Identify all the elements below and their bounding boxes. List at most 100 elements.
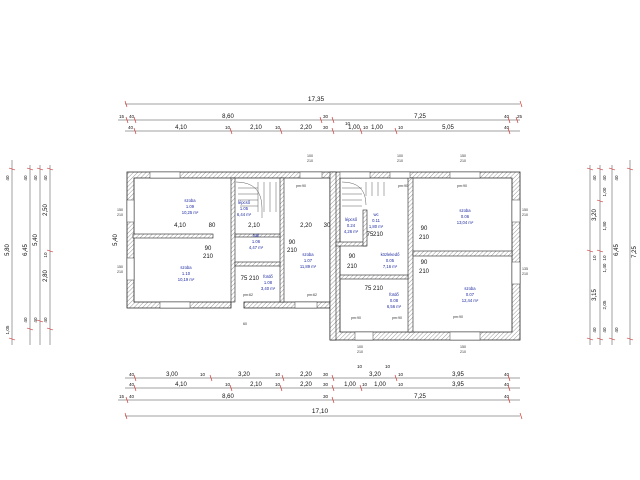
opening-labels: 4,10 80 2,10 2,20 30 90 210 90 210 75 21… xyxy=(117,154,528,354)
dimension-text: szoba xyxy=(464,286,476,291)
dimension-text: 100 xyxy=(357,345,363,349)
left-dim: 2,80 xyxy=(43,270,49,282)
bottom-row2-dim: 30 xyxy=(323,382,329,387)
dimension-text: 1.10 xyxy=(182,271,191,276)
bottom-row1-dim: 10 xyxy=(200,372,206,377)
top-row2-dim: 2,20 xyxy=(300,125,312,131)
dimension-text: 0.11 xyxy=(372,218,381,223)
dimension-text: 210 xyxy=(117,213,123,217)
dimension-text: 210 xyxy=(373,286,384,292)
stair-left xyxy=(235,181,277,218)
room-labels: szoba 1.09 10,25 m² lépcső 1.05 6,44 m² … xyxy=(178,198,479,309)
bottom-row1-dim: 3,20 xyxy=(238,372,250,378)
bottom-row1-dim: 10 xyxy=(385,364,391,369)
dimension-text: 210 xyxy=(357,350,363,354)
right-dim: 7,25 xyxy=(632,246,638,258)
dimension-text: 12,44 m² xyxy=(462,298,479,303)
bottom-row1-dim: 3,00 xyxy=(166,372,178,378)
top-row1-dim: 25 xyxy=(517,114,523,119)
left-dim: 5,80 xyxy=(5,244,11,256)
dimension-text: 6,56 m² xyxy=(387,304,402,309)
left-dim: 40 xyxy=(5,175,10,181)
right-dim: 40 xyxy=(602,175,607,181)
dimension-text: pm:90 xyxy=(453,315,463,319)
dimension-text: szoba xyxy=(459,208,471,213)
top-dimensions: 17,35 15 40 8,60 30 10 7,25 40 25 40 4,1… xyxy=(118,96,523,135)
dimension-text: 0.05 xyxy=(386,258,395,263)
dimension-text: pm:90 xyxy=(457,184,467,188)
dimension-text: 210 xyxy=(460,159,466,163)
dimension-text: 1.08 xyxy=(264,280,273,285)
dimension-text: 4,47 m² xyxy=(249,245,264,250)
dimension-text: lépcső xyxy=(238,200,251,205)
left-dim: 40 xyxy=(23,175,28,181)
room-label: fürdő 1.08 3,40 m² xyxy=(261,274,276,291)
dimension-text: 210 xyxy=(373,232,384,238)
bottom-row1-dim: 30 xyxy=(323,372,329,377)
right-dim: 6,45 xyxy=(614,244,620,256)
top-row2-dim: 10 xyxy=(225,125,231,130)
right-dimensions: 3,20 40 10 3,15 40 40 1,00 1,80 10 1,40 … xyxy=(586,160,638,345)
top-row1-dim: 30 xyxy=(323,114,329,119)
top-row2-dim: 1,00 xyxy=(348,125,360,131)
dimension-text: 210 xyxy=(307,159,313,163)
top-row1-dim: 40 xyxy=(504,114,510,119)
dimension-text: 150 xyxy=(117,208,123,212)
top-row1-dim: 15 xyxy=(119,114,125,119)
dimension-text: 210 xyxy=(203,254,214,260)
bottom-row2-dim: 10 xyxy=(275,382,281,387)
bottom-overall-dim: 17,10 xyxy=(312,408,329,415)
right-dim: 1,40 xyxy=(602,263,607,272)
bottom-row1-dim: 40 xyxy=(129,372,135,377)
bottom-row2-dim: 10 xyxy=(398,382,404,387)
right-dim: 40 xyxy=(592,327,597,333)
dimension-text: 150 xyxy=(117,265,123,269)
top-row1-dim: 7,25 xyxy=(414,114,426,120)
left-dim: 1,05 xyxy=(5,325,10,334)
dimension-text: pm:90 xyxy=(351,316,361,320)
dimension-text: pm:90 xyxy=(296,184,306,188)
dimension-text: 1.09 xyxy=(186,204,195,209)
right-dim: 3,20 xyxy=(592,209,598,221)
right-dim: 40 xyxy=(602,327,607,333)
top-overall-dim: 17,35 xyxy=(308,96,325,103)
dimension-text: 150 xyxy=(460,154,466,158)
dimension-text: szoba xyxy=(302,252,314,257)
dimension-text: 100 xyxy=(397,154,403,158)
left-dim: 40 xyxy=(23,317,28,323)
left-dim: 40 xyxy=(33,175,38,181)
dimension-text: közlekedő xyxy=(381,252,401,257)
right-dim: 1,80 xyxy=(602,221,607,230)
top-row2-dim: 10 xyxy=(275,125,281,130)
room-label: szoba 1.07 11,89 m² xyxy=(300,252,317,269)
left-dim: 40 xyxy=(33,317,38,323)
dimension-text: fürdő xyxy=(389,292,399,297)
bottom-row2-dim: 40 xyxy=(504,382,510,387)
bottom-row2-dim: 4,10 xyxy=(175,382,187,388)
dimension-text: 0.08 xyxy=(390,298,399,303)
top-row2-dim: 1,00 xyxy=(371,125,383,131)
top-row1-dim: 8,60 xyxy=(222,114,234,120)
dimension-text: 90 xyxy=(421,226,428,232)
bottom-row2-dim: 3,95 xyxy=(452,382,464,388)
bottom-row3-dim: 40 xyxy=(504,394,510,399)
dimension-text: 210 xyxy=(460,350,466,354)
bottom-row1-dim: 40 xyxy=(504,372,510,377)
dimension-text: 6,44 m² xyxy=(237,212,252,217)
dimension-text: fürdő xyxy=(263,274,273,279)
dimension-text: 10,19 m² xyxy=(178,277,195,282)
right-dim: 10 xyxy=(592,255,597,261)
dimension-text: 210 xyxy=(522,272,528,276)
bottom-row2-dim: 2,20 xyxy=(300,382,312,388)
left-dim: 10 xyxy=(43,252,48,258)
dimension-text: 75 xyxy=(365,286,372,292)
dimension-text: hall xyxy=(253,233,260,238)
bottom-row2-dim: 1,00 xyxy=(374,382,386,388)
dimension-text: pm:90 xyxy=(392,316,402,320)
dimension-text: 0.07 xyxy=(466,292,475,297)
bottom-row2-dim: 10 xyxy=(362,382,368,387)
dimension-text: 7,16 m² xyxy=(383,264,398,269)
top-row2-dim: 5,05 xyxy=(442,125,454,131)
walls xyxy=(126,171,521,341)
bottom-row2-dim: 40 xyxy=(129,382,135,387)
